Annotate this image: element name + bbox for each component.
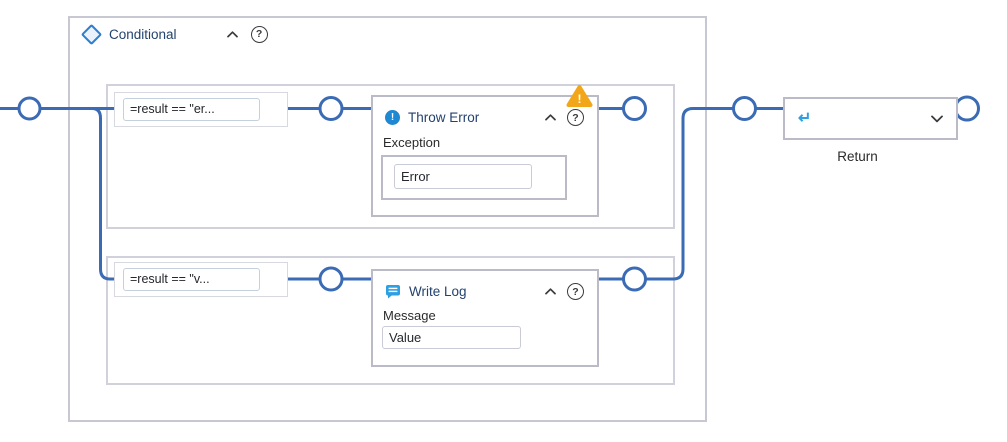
exception-field-container: Error [381, 155, 567, 200]
conditional-title: Conditional [109, 26, 177, 42]
wire-to-branch2 [91, 107, 114, 281]
message-field-label: Message [383, 308, 436, 323]
port-branch2-condition-out[interactable] [318, 266, 344, 292]
wire-merge [645, 107, 734, 281]
help-icon[interactable]: ? [250, 25, 268, 43]
throw-error-title: Throw Error [408, 110, 480, 125]
expand-chevron-icon[interactable] [931, 114, 943, 123]
conditional-header: Conditional ? [80, 23, 268, 45]
port-return-in[interactable] [732, 96, 757, 121]
warning-icon[interactable]: ! [566, 84, 593, 113]
exception-input[interactable]: Error [394, 164, 532, 189]
port-flow-end[interactable] [954, 95, 980, 122]
condition-box-1: =result == "er... [114, 92, 288, 127]
port-write-log-out[interactable] [622, 266, 647, 292]
help-icon[interactable]: ? [567, 109, 584, 126]
condition-box-2: =result == "v... [114, 262, 288, 297]
exception-field-label: Exception [383, 135, 441, 150]
port-branch1-condition-out[interactable] [318, 96, 344, 121]
message-input[interactable]: Value [382, 326, 521, 349]
return-label: Return [837, 149, 878, 164]
collapse-chevron-icon[interactable] [545, 114, 556, 121]
throw-error-icon: ! [385, 110, 400, 125]
throw-error-header: ! Throw Error ? [373, 97, 597, 126]
write-log-icon [385, 284, 401, 299]
write-log-title: Write Log [409, 284, 467, 299]
write-log-activity[interactable]: Write Log ? Message Value [371, 269, 599, 367]
collapse-chevron-icon[interactable] [226, 30, 238, 38]
svg-text:!: ! [578, 92, 582, 106]
return-enter-icon: ↵ [798, 109, 812, 127]
conditional-diamond-icon [80, 23, 103, 45]
collapse-chevron-icon[interactable] [545, 288, 556, 295]
help-icon[interactable]: ? [567, 283, 584, 300]
port-throw-error-out[interactable] [622, 96, 647, 121]
write-log-header: Write Log ? [373, 271, 597, 300]
return-activity[interactable]: ↵ [783, 97, 958, 140]
port-flow-start[interactable] [17, 96, 42, 121]
throw-error-activity[interactable]: ! ! Throw Error ? Exception Error [371, 85, 599, 217]
condition-expression-1-input[interactable]: =result == "er... [123, 98, 260, 121]
condition-expression-2-input[interactable]: =result == "v... [123, 268, 260, 291]
